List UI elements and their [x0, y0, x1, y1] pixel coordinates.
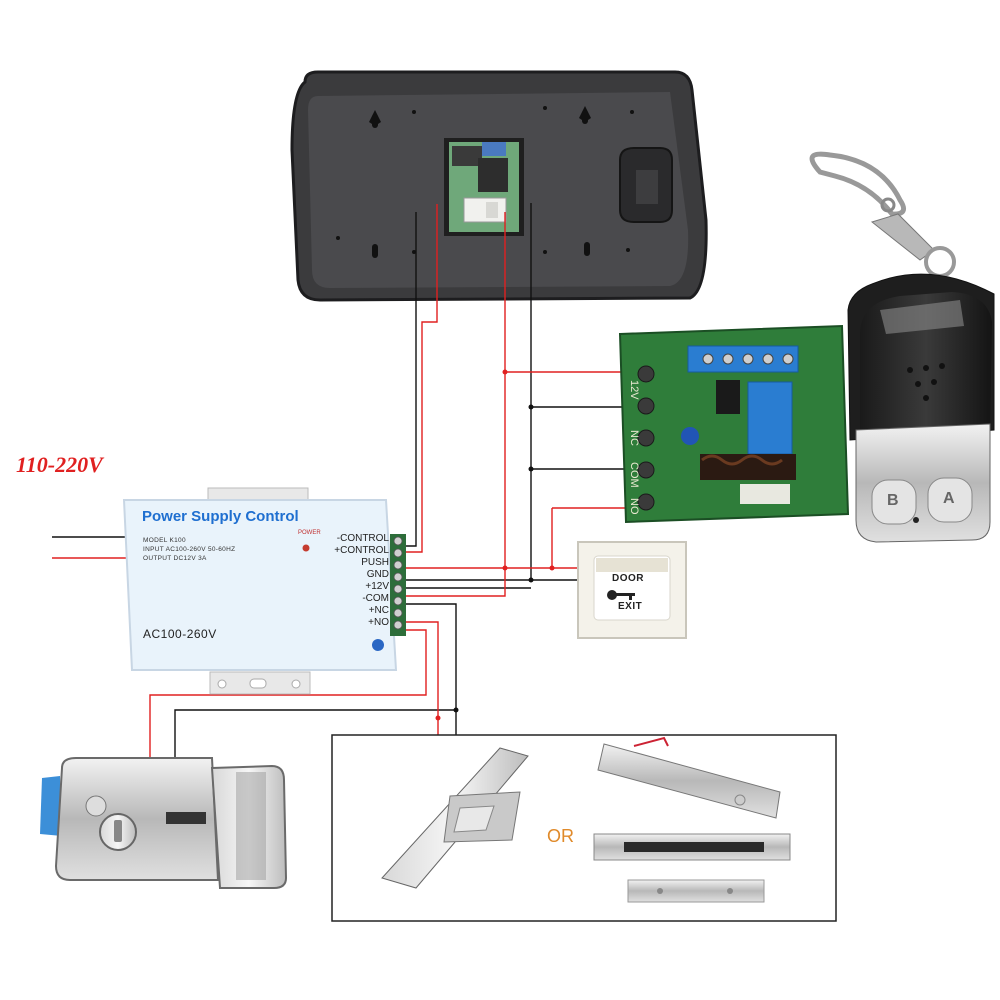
- terminal-label-minus-control: -CONTROL: [336, 533, 389, 544]
- terminal-label-nc: +NC: [368, 605, 389, 616]
- power-supply-model: MODEL K100: [143, 537, 186, 544]
- key-icon: [607, 590, 635, 600]
- terminal-label-no: +NO: [368, 617, 389, 628]
- power-supply-ac-range: AC100-260V: [143, 627, 217, 641]
- lock-or-label: OR: [547, 826, 574, 846]
- relay-terminal-com: COM: [628, 462, 640, 488]
- power-supply-input: INPUT AC100-260V 50-60HZ: [143, 546, 236, 553]
- remote-button-a: A: [943, 490, 955, 507]
- relay-terminal-12v: 12V: [628, 380, 640, 400]
- exit-button-exit-label: EXIT: [618, 601, 643, 612]
- relay-terminal-no: NO: [628, 498, 640, 515]
- power-indicator-label: POWER: [298, 530, 321, 536]
- reader-back-panel: [290, 70, 708, 302]
- remote-control: [809, 151, 995, 543]
- power-supply-output: OUTPUT DC12V 3A: [143, 555, 207, 562]
- terminal-label-push: PUSH: [361, 557, 389, 568]
- exit-button-device: [577, 541, 687, 639]
- exit-button-door-label: DOOR: [612, 573, 644, 584]
- rim-lock: [40, 757, 288, 889]
- power-supply-box: [122, 487, 406, 695]
- relay-terminal-nc: NC: [628, 430, 640, 446]
- remote-button-b: B: [887, 492, 899, 509]
- terminal-label-gnd: GND: [366, 569, 389, 580]
- terminal-label-com: -COM: [362, 593, 389, 604]
- terminal-label-plus-control: +CONTROL: [334, 545, 389, 556]
- lock-options-box: [331, 734, 837, 922]
- terminal-label-12v: +12V: [365, 581, 389, 592]
- power-supply-title: Power Supply Control: [142, 508, 299, 525]
- mains-voltage-label: 110-220V: [16, 452, 103, 477]
- relay-board: [618, 324, 850, 524]
